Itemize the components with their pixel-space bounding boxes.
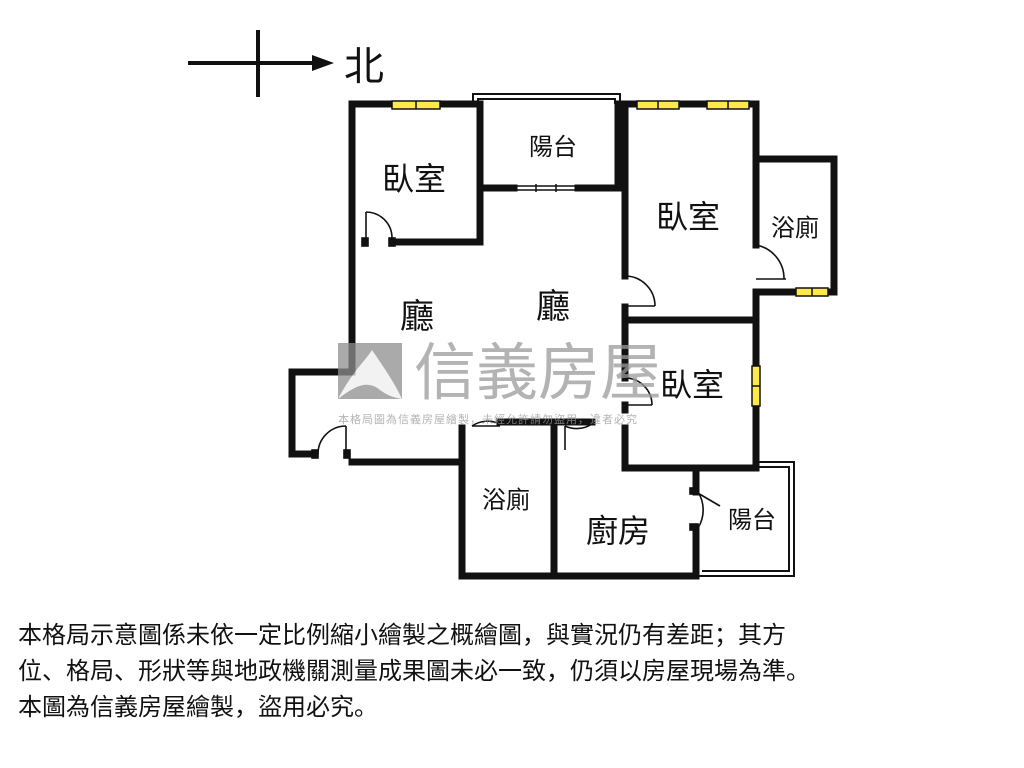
disclaimer-line-3: 本圖為信義房屋繪製，盜用必究。 (18, 693, 378, 721)
room-label-living-left: 廳 (400, 297, 434, 337)
disclaimer-line-2: 位、格局、形狀等與地政機關測量成果圖未必一致，仍須以房屋現場為準。 (18, 657, 810, 685)
brand-logo-icon (338, 343, 402, 399)
walls (288, 100, 838, 580)
room-label-bathroom-south: 浴廁 (482, 486, 530, 514)
windows (391, 100, 829, 407)
north-arrow-icon (188, 30, 334, 97)
room-label-bathroom-east: 浴廁 (771, 214, 819, 242)
room-label-bedroom-ne: 臥室 (656, 198, 720, 236)
floor-plan-diagram: 北 (188, 30, 838, 580)
compass-north-label: 北 (344, 44, 384, 90)
door-swings (311, 211, 786, 531)
room-label-balcony-south: 陽台 (728, 506, 776, 534)
watermark-brand: 信義房屋 (414, 336, 662, 409)
watermark-notice: 本格局圖為信義房屋繪製，未經允許請勿盜用，違者必究 (338, 412, 638, 426)
room-label-bedroom-nw: 臥室 (382, 160, 446, 198)
room-label-bedroom-east: 臥室 (660, 366, 724, 404)
room-label-living-right: 廳 (536, 287, 570, 327)
watermark: 信義房屋 本格局圖為信義房屋繪製，未經允許請勿盜用，違者必究 (338, 336, 662, 426)
sliding-door-balcony (514, 184, 578, 192)
disclaimer-text: 本格局示意圖係未依一定比例縮小繪製之概繪圖，與實況仍有差距；其方 位、格局、形狀… (18, 617, 1008, 725)
disclaimer-line-1: 本格局示意圖係未依一定比例縮小繪製之概繪圖，與實況仍有差距；其方 (18, 621, 786, 649)
room-label-balcony-top: 陽台 (529, 133, 577, 161)
room-label-kitchen: 廚房 (586, 512, 650, 550)
